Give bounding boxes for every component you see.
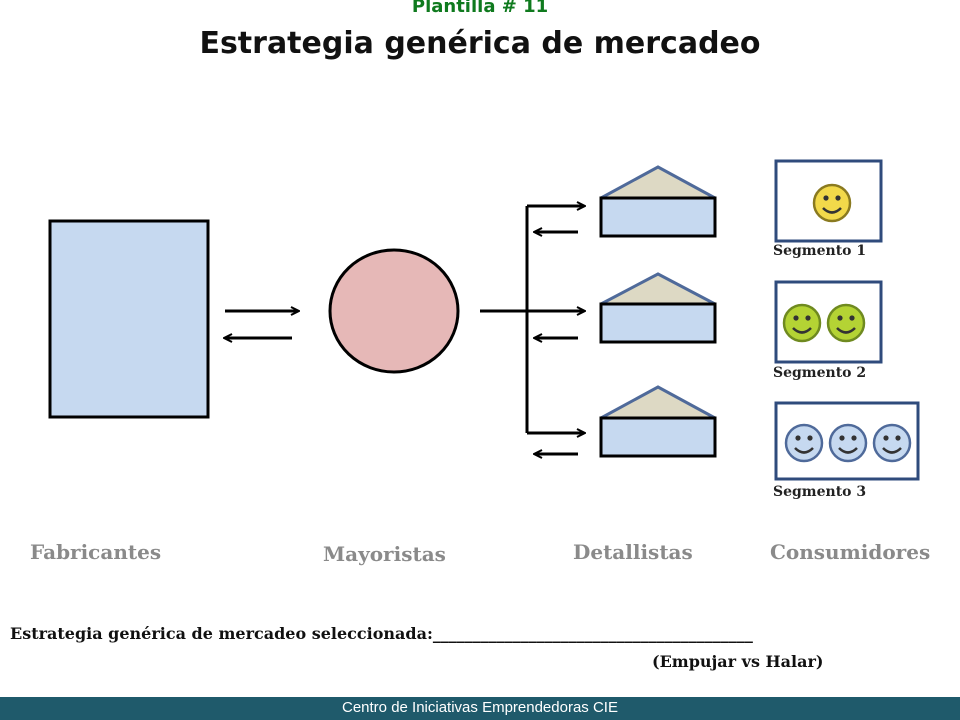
retailers-label: Detallistas [573, 540, 693, 564]
manufacturers-label: Fabricantes [30, 540, 162, 564]
manufacturer-box [48, 219, 210, 419]
footer-text: Centro de Iniciativas Emprendedoras CIE [342, 699, 618, 716]
footer-bar [0, 697, 960, 720]
smiley-icon [784, 423, 824, 463]
segment-1-label: Segmento 1 [773, 243, 867, 259]
retailer-store-1 [599, 165, 717, 238]
wholesaler-circle [328, 248, 460, 374]
wholesalers-label: Mayoristas [323, 542, 446, 566]
template-number: Plantilla # 11 [411, 0, 549, 17]
page-title: Estrategia genérica de mercadeo [199, 26, 761, 61]
smiley-icon [872, 423, 912, 463]
segment-3-label: Segmento 3 [773, 484, 867, 500]
smiley-icon [782, 303, 822, 343]
consumers-label: Consumidores [770, 540, 931, 564]
strategy-prompt: Estrategia genérica de mercadeo seleccio… [10, 624, 753, 643]
retailer-store-2 [599, 272, 717, 344]
smiley-icon [828, 423, 868, 463]
segment-2-label: Segmento 2 [773, 365, 867, 381]
retailer-store-3 [599, 385, 717, 458]
smiley-icon [812, 183, 852, 223]
smiley-icon [826, 303, 866, 343]
strategy-choice-hint: (Empujar vs Halar) [652, 652, 824, 671]
